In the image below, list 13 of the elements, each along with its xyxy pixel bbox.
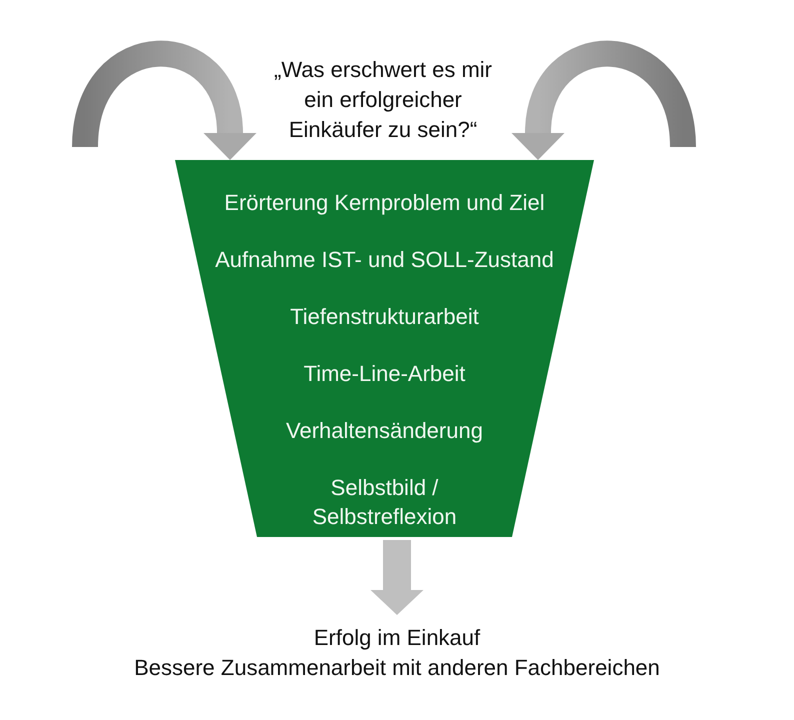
- block-arrow: [370, 540, 424, 615]
- outcome-text: Bessere Zusammenarbeit mit anderen Fachbereichen: [134, 655, 660, 680]
- step-text: Time-Line-Arbeit: [304, 360, 466, 386]
- outcome-text: Erfolg im Einkauf: [314, 625, 480, 650]
- question-text: „Was erschwert es mir ein erfolgreicher Einkäufer zu sein?“: [274, 57, 492, 142]
- step-text: Verhaltensänderung: [286, 418, 483, 442]
- step-text: Tiefenstrukturarbeit: [290, 304, 479, 328]
- step-text: Erörterung Kernproblem und Ziel: [224, 190, 545, 214]
- step-text: Aufnahme IST- und SOLL-Zustand: [215, 246, 554, 272]
- funnel-shape: [175, 160, 594, 537]
- curved-arrow: [72, 40, 256, 160]
- curved-arrow: [512, 40, 696, 160]
- step-text: Selbstbild / Selbstreflexion: [312, 474, 457, 528]
